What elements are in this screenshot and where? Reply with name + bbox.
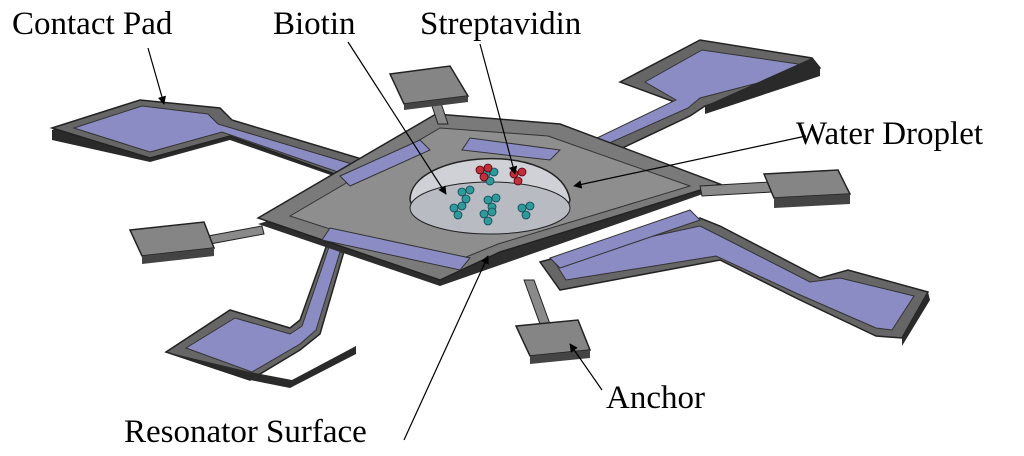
anchor-bottom — [514, 279, 592, 364]
label-contact-pad: Contact Pad — [12, 6, 173, 42]
label-resonator-surface: Resonator Surface — [124, 414, 367, 450]
biotin-molecules — [449, 167, 535, 226]
anchor-left — [128, 221, 265, 264]
electrode-lower-right — [538, 217, 930, 346]
anchor-top — [388, 65, 470, 125]
label-biotin: Biotin — [273, 6, 356, 42]
electrode-upper-right — [558, 39, 822, 169]
label-streptavidin: Streptavidin — [420, 6, 582, 42]
label-anchor: Anchor — [606, 380, 705, 416]
streptavidin-molecules — [475, 163, 527, 186]
label-water-droplet: Water Droplet — [796, 116, 984, 152]
electrode-upper-left — [49, 99, 370, 180]
anchor-right — [699, 169, 852, 208]
leader-lines — [147, 41, 807, 441]
